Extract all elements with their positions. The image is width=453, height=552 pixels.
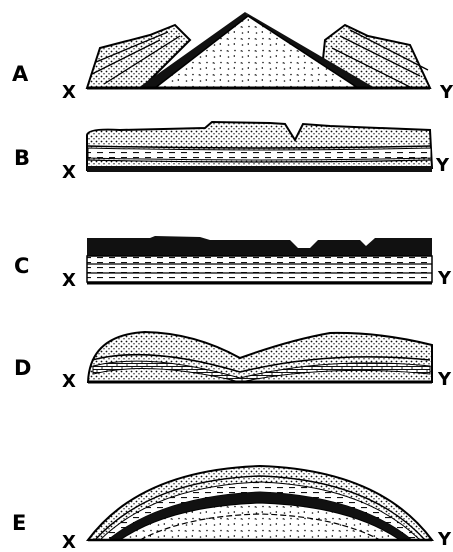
label-x-b: X [62,162,76,183]
cross-section-d [88,332,432,382]
panel-e: E X Y [12,466,452,552]
label-y-a: Y [439,82,453,103]
base-layer-b [87,166,432,172]
label-y-e: Y [437,529,452,550]
label-x-a: X [62,82,76,103]
panel-letter-b: B [14,146,30,170]
label-y-b: Y [435,155,450,176]
panel-letter-e: E [12,511,26,535]
middle-layers-c [87,256,432,282]
mid-layer-b [88,148,431,160]
cross-section-e [88,466,432,540]
panel-letter-d: D [14,356,31,380]
panel-d: D X Y [14,332,452,392]
panel-a: A X Y [12,12,453,103]
panel-b: B X Y [14,122,450,183]
panel-c: C X Y [14,236,452,291]
cross-section-a [87,12,430,88]
cross-section-b [87,122,432,172]
top-layer-c [87,236,432,256]
top-layer-b [87,122,432,170]
panel-letter-c: C [14,254,29,278]
label-x-c: X [62,270,76,291]
label-x-d: X [62,371,76,392]
cross-section-c [87,236,432,283]
label-y-d: Y [437,369,452,390]
panel-letter-a: A [12,62,29,86]
label-y-c: Y [437,268,452,289]
label-x-e: X [62,532,76,552]
